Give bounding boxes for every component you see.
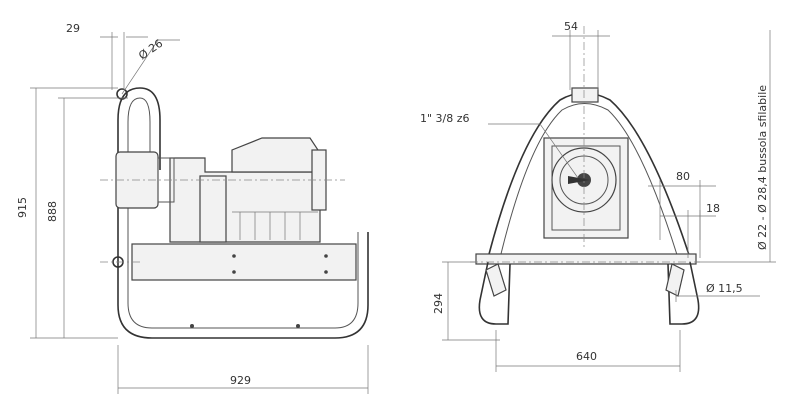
side-dim-929: 929 [230,374,251,387]
front-bushing-leader [696,30,776,263]
front-shaft-arrow [568,176,590,184]
side-dim-915-lines [30,87,118,339]
front-bushing-note: Ø 22 - Ø 28,4 bussola sfilabile [756,85,769,250]
side-fuel-tank [231,137,319,173]
front-dim-294-lines [442,261,500,341]
side-dim-29-lines [100,32,148,90]
front-dim-294: 294 [432,293,445,314]
front-clamp-left [485,263,507,297]
side-handle-outer [117,87,161,285]
front-dim-18-lines [660,210,716,258]
side-base-plate [131,243,357,281]
front-shaft-leader [488,123,579,179]
front-dim-54-lines [552,30,610,90]
front-foot-right [667,261,700,325]
front-foot-left [478,261,511,325]
side-dim-888: 888 [46,201,59,222]
side-bolt-6 [296,324,300,328]
side-bolt-2 [232,270,236,274]
side-dim-929-lines [117,345,369,394]
front-shaft-note: 1" 3/8 z6 [420,112,470,125]
side-lift-ring [116,88,128,100]
front-dim-54: 54 [564,20,578,33]
front-dim-640-lines [495,330,681,372]
side-dim-29: 29 [66,22,80,35]
front-dim-640: 640 [576,350,597,363]
front-frame-inner [499,103,679,259]
side-bolt-3 [324,254,328,258]
side-dim-915: 915 [16,197,29,218]
side-frame-outer [117,232,369,339]
front-dim-18: 18 [706,202,720,215]
front-dim-dia115-lines [675,290,760,302]
side-dim-888-lines [58,97,128,338]
front-base-plate [475,253,697,265]
side-engine-ribs [239,212,301,240]
side-handle-inner [127,97,151,285]
front-view: 54 1" 3/8 z6 80 18 Ø 11,5 294 640 Ø 22 -… [420,20,776,372]
front-dim-80: 80 [676,170,690,183]
side-alternator-flange [199,175,227,243]
side-dim-dia26: Ø 26 [136,37,165,63]
side-frame-inner [127,232,359,329]
front-top-grip [571,87,599,103]
side-bolt-1 [232,254,236,258]
side-pulley-hub [157,157,175,203]
front-engine-face [551,145,621,231]
front-dim-dia115: Ø 11,5 [706,282,743,295]
side-bolt-5 [190,324,194,328]
side-dim-dia26-leader [121,39,180,95]
side-view: 29 Ø 26 915 888 929 [16,22,369,394]
side-bolt-4 [324,270,328,274]
